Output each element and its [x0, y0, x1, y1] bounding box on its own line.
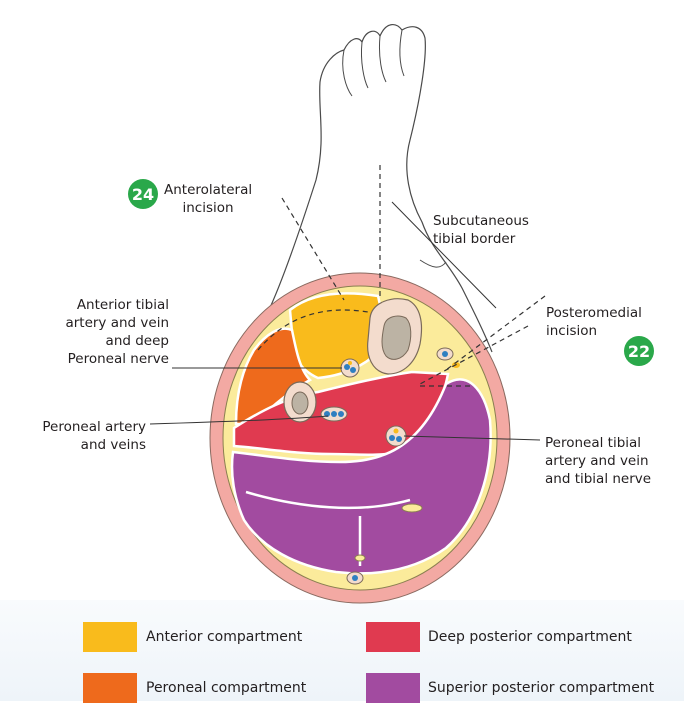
fibula-marrow	[292, 392, 308, 414]
tendon	[402, 504, 422, 512]
subcutaneous-tibial-border-label: Subcutaneous tibial border	[433, 212, 529, 248]
incision-22-badge: 22	[624, 336, 654, 366]
small-saphenous-vein	[347, 572, 363, 584]
anterolateral-incision-label: Anterolateral incision	[164, 181, 252, 217]
incision-24-badge: 24	[128, 179, 158, 209]
legend-swatch-deep-posterior	[366, 622, 420, 652]
legend-swatch-peroneal	[83, 673, 137, 703]
legend-label-anterior: Anterior compartment	[146, 628, 302, 646]
anterior-tibial-bundle	[341, 359, 359, 377]
tibia-marrow	[382, 316, 411, 359]
peroneal-tibial-label: Peroneal tibial artery and vein and tibi…	[545, 434, 651, 488]
legend-label-deep-posterior: Deep posterior compartment	[428, 628, 632, 646]
legend-label-superior-posterior: Superior posterior compartment	[428, 679, 654, 697]
peroneal-artery-label: Peroneal artery and veins	[42, 418, 146, 454]
legend-swatch-anterior	[83, 622, 137, 652]
peroneal-vessels	[321, 407, 347, 421]
legend-swatch-superior-posterior	[366, 673, 420, 703]
posteromedial-incision-label: Posteromedial incision	[546, 304, 642, 340]
legend-label-peroneal: Peroneal compartment	[146, 679, 306, 697]
anterior-tibial-label: Anterior tibial artery and vein and deep…	[65, 296, 169, 368]
posterior-tibial-bundle	[386, 426, 406, 446]
tendon	[355, 555, 365, 561]
